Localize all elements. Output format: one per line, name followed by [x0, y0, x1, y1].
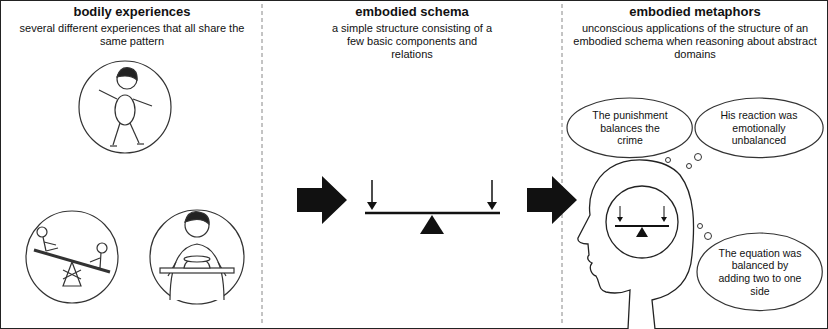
seesaw-picture — [34, 250, 110, 272]
flow-arrow — [527, 176, 577, 224]
toddler-picture — [110, 145, 117, 146]
thought-dot — [687, 164, 692, 169]
bubble-text: The equation was balanced by adding two … — [718, 247, 802, 297]
thought-dot — [705, 233, 712, 240]
panel-divider — [262, 4, 263, 325]
balance-schema — [365, 180, 500, 234]
thought-bubble: The equation was balanced by adding two … — [696, 232, 823, 312]
thought-bubble: His reaction was emotionally unbalanced — [694, 97, 824, 159]
bubble-outline — [695, 98, 823, 158]
balance-schema — [420, 215, 444, 234]
balance-schema — [365, 212, 500, 215]
toddler-picture — [79, 61, 171, 153]
seesaw-picture — [37, 227, 47, 237]
head-silhouette — [617, 217, 623, 222]
panel-heading: bodily experiences — [7, 4, 257, 20]
toddler-picture — [115, 95, 135, 125]
bubble-outline — [567, 98, 692, 158]
head-silhouette — [636, 227, 648, 237]
seesaw-picture — [44, 242, 56, 245]
head-silhouette — [620, 206, 621, 218]
seesaw-picture — [100, 253, 101, 268]
panel-heading: embodied metaphors — [565, 4, 825, 20]
seesaw-picture — [88, 266, 100, 268]
seesaw-picture — [63, 270, 81, 279]
panel-divider — [562, 4, 563, 325]
toddler-picture — [79, 61, 171, 153]
seesaw-picture — [97, 243, 107, 253]
toddler-picture — [113, 123, 120, 145]
panel-description: a simple structure consisting of a few b… — [326, 22, 498, 62]
seesaw-picture — [63, 270, 81, 279]
balance-schema — [491, 180, 493, 203]
balance-schema — [371, 180, 373, 203]
panel-description: several different experiences that all s… — [7, 22, 257, 48]
thought-dot — [666, 158, 671, 163]
panel-divider — [262, 4, 562, 325]
seesaw-picture — [26, 211, 118, 303]
seesaw-picture — [26, 211, 118, 303]
waiter-picture — [184, 256, 210, 262]
bubble-text-box: The equation was balanced by adding two … — [718, 247, 802, 297]
head-silhouette — [615, 225, 669, 227]
head-silhouette — [661, 217, 667, 222]
head-silhouette — [606, 186, 678, 258]
thought-dot — [698, 224, 703, 229]
panel-heading: embodied schema — [272, 4, 552, 20]
waiter-picture — [185, 212, 209, 224]
seesaw-picture — [43, 237, 46, 251]
head-silhouette — [578, 160, 694, 329]
bubble-text-box: The punishment balances the crime — [588, 109, 672, 147]
thought-dot — [695, 154, 702, 161]
head-silhouette — [578, 160, 694, 329]
bubble-text-box: His reaction was emotionally unbalanced — [716, 109, 802, 147]
head-silhouette — [664, 206, 665, 218]
seesaw-picture — [90, 258, 100, 262]
flow-arrow — [297, 176, 577, 224]
balance-schema — [487, 202, 497, 210]
toddler-picture — [130, 123, 139, 143]
waiter-picture — [160, 268, 234, 273]
toddler-picture — [137, 143, 144, 144]
bubble-text: The punishment balances the crime — [588, 109, 672, 147]
thought-bubble: The punishment balances the crime — [566, 97, 693, 159]
waiter-picture — [150, 210, 244, 304]
seesaw-picture — [63, 262, 81, 286]
flow-arrow — [297, 176, 347, 224]
toddler-picture — [133, 99, 152, 106]
waiter-picture — [150, 210, 244, 304]
balance-schema — [367, 202, 377, 210]
panel-description: unconscious applications of the structur… — [567, 22, 823, 62]
thought-dot — [666, 154, 712, 240]
toddler-picture — [117, 68, 137, 80]
seesaw-picture — [46, 248, 58, 251]
bubble-outline — [697, 233, 822, 311]
bubble-text: His reaction was emotionally unbalanced — [716, 109, 802, 147]
toddler-picture — [99, 90, 117, 99]
